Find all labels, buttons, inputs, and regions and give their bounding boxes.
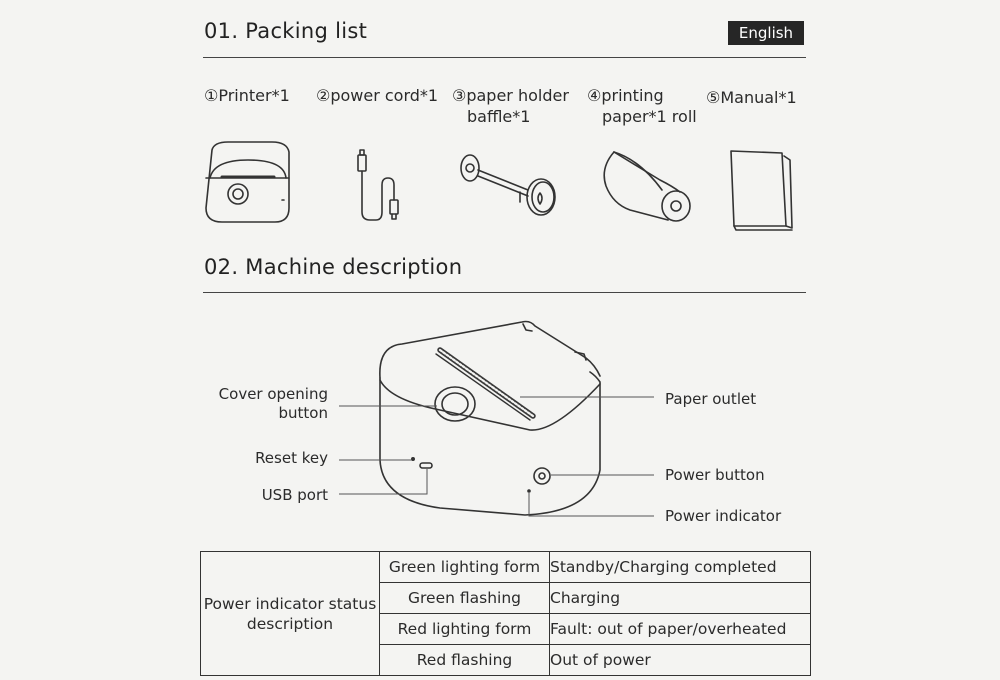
packing-item-label: ⑤Manual*1 [706,88,797,107]
row-header-line: description [246,614,334,633]
callout-paper-outlet: Paper outlet [665,390,757,408]
status-state-cell: Green lighting form [379,551,550,583]
status-meaning-cell: Out of power [549,644,811,676]
callout-lines [339,396,654,517]
packing-item-printer: ①Printer*1 [204,85,290,106]
manual-icon [730,150,793,231]
row-header-line: Power indicator status [203,594,377,613]
table-row: Power indicator status description Green… [200,551,811,676]
callout-cover-opening-button: Cover opening button [190,385,328,423]
table-row-header: Power indicator status description [200,551,380,676]
packing-list-title: 01. Packing list [204,19,368,43]
packing-item-power-cord: ②power cord*1 [316,85,438,106]
callout-reset-key: Reset key [190,449,328,468]
callout-power-button: Power button [665,466,765,484]
callout-power-indicator: Power indicator [665,507,782,525]
language-badge: English [728,21,804,45]
status-state-cell: Red lighting form [379,613,550,645]
packing-item-paper-holder: ③paper holder baffle*1 [452,85,569,127]
section1-divider [203,57,806,58]
callout-label: USB port [261,486,328,504]
callout-label: Reset key [255,449,328,467]
packing-item-label: ④printing [587,86,664,105]
printer-diagram [379,320,601,516]
status-state-cell: Green flashing [379,582,550,614]
status-meaning-cell: Fault: out of paper/overheated [549,613,811,645]
power-indicator-status-table: Power indicator status description Green… [200,551,811,676]
packing-item-label: ①Printer*1 [204,86,290,105]
printer-icon [205,141,290,223]
table-row: Red flashing Out of power [201,644,811,676]
packing-item-label: baffle*1 [467,107,531,126]
status-meaning-cell: Standby/Charging completed [549,551,811,583]
packing-item-label: ②power cord*1 [316,86,439,105]
packing-item-manual: ⑤Manual*1 [706,87,797,108]
packing-item-label: paper*1 roll [602,107,697,126]
section2-divider [203,292,806,293]
callout-label: Cover opening [218,385,328,403]
power-cord-icon [357,149,399,221]
table-row: Red lighting form Fault: out of paper/ov… [201,613,811,645]
paper-holder-icon [460,154,556,216]
paper-roll-icon [603,151,691,222]
packing-item-label: ③paper holder [452,86,569,105]
status-state-cell: Red flashing [379,644,550,676]
table-row: Green flashing Charging [201,582,811,614]
packing-item-paper-roll: ④printing paper*1 roll [587,85,697,127]
machine-description-title: 02. Machine description [204,255,463,279]
callout-usb-port: USB port [190,486,328,505]
status-meaning-cell: Charging [549,582,811,614]
callout-label: button [278,404,328,422]
